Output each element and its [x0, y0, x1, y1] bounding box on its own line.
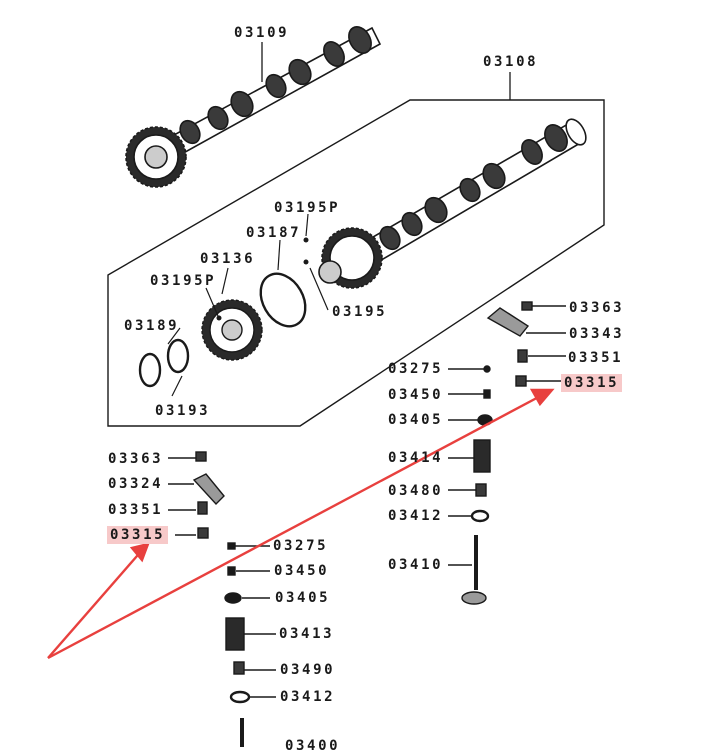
label-left-03412: 03412: [280, 689, 336, 705]
label-03189: 03189: [124, 318, 180, 334]
label-right-03363: 03363: [569, 300, 625, 316]
left-valve-train: [168, 451, 276, 747]
label-03136: 03136: [200, 251, 256, 267]
red-arrows: [47, 388, 555, 660]
label-03193: 03193: [155, 403, 211, 419]
label-right-03412: 03412: [388, 508, 444, 524]
right-valve-train: [448, 301, 566, 605]
label-03108: 03108: [483, 54, 539, 70]
label-right-03351: 03351: [568, 350, 624, 366]
camshaft-lower: [318, 118, 587, 289]
label-right-03405: 03405: [388, 412, 444, 428]
label-right-03450: 03450: [388, 387, 444, 403]
label-left-03275: 03275: [273, 538, 329, 554]
cam-gear: [201, 299, 263, 361]
label-03195: 03195: [332, 304, 388, 320]
label-03187: 03187: [246, 225, 302, 241]
label-left-03400: 03400: [285, 738, 341, 754]
label-left-03315: 03315: [107, 526, 169, 544]
camshaft-upper: [125, 26, 382, 188]
label-right-03275: 03275: [388, 361, 444, 377]
label-left-03324: 03324: [108, 476, 164, 492]
label-03109: 03109: [234, 25, 290, 41]
label-left-03450: 03450: [274, 563, 330, 579]
label-right-03410: 03410: [388, 557, 444, 573]
label-left-03405: 03405: [275, 590, 331, 606]
label-left-03490: 03490: [280, 662, 336, 678]
label-left-03413: 03413: [279, 626, 335, 642]
label-right-03343: 03343: [569, 326, 625, 342]
label-right-03480: 03480: [388, 483, 444, 499]
label-right-03315: 03315: [561, 374, 623, 392]
assembly-box: [107, 99, 605, 427]
snap-ring: [259, 272, 307, 328]
label-left-03363: 03363: [108, 451, 164, 467]
label-03195p-left: 03195P: [150, 273, 217, 289]
label-right-03414: 03414: [388, 450, 444, 466]
label-03195p-top: 03195P: [274, 200, 341, 216]
label-left-03351: 03351: [108, 502, 164, 518]
